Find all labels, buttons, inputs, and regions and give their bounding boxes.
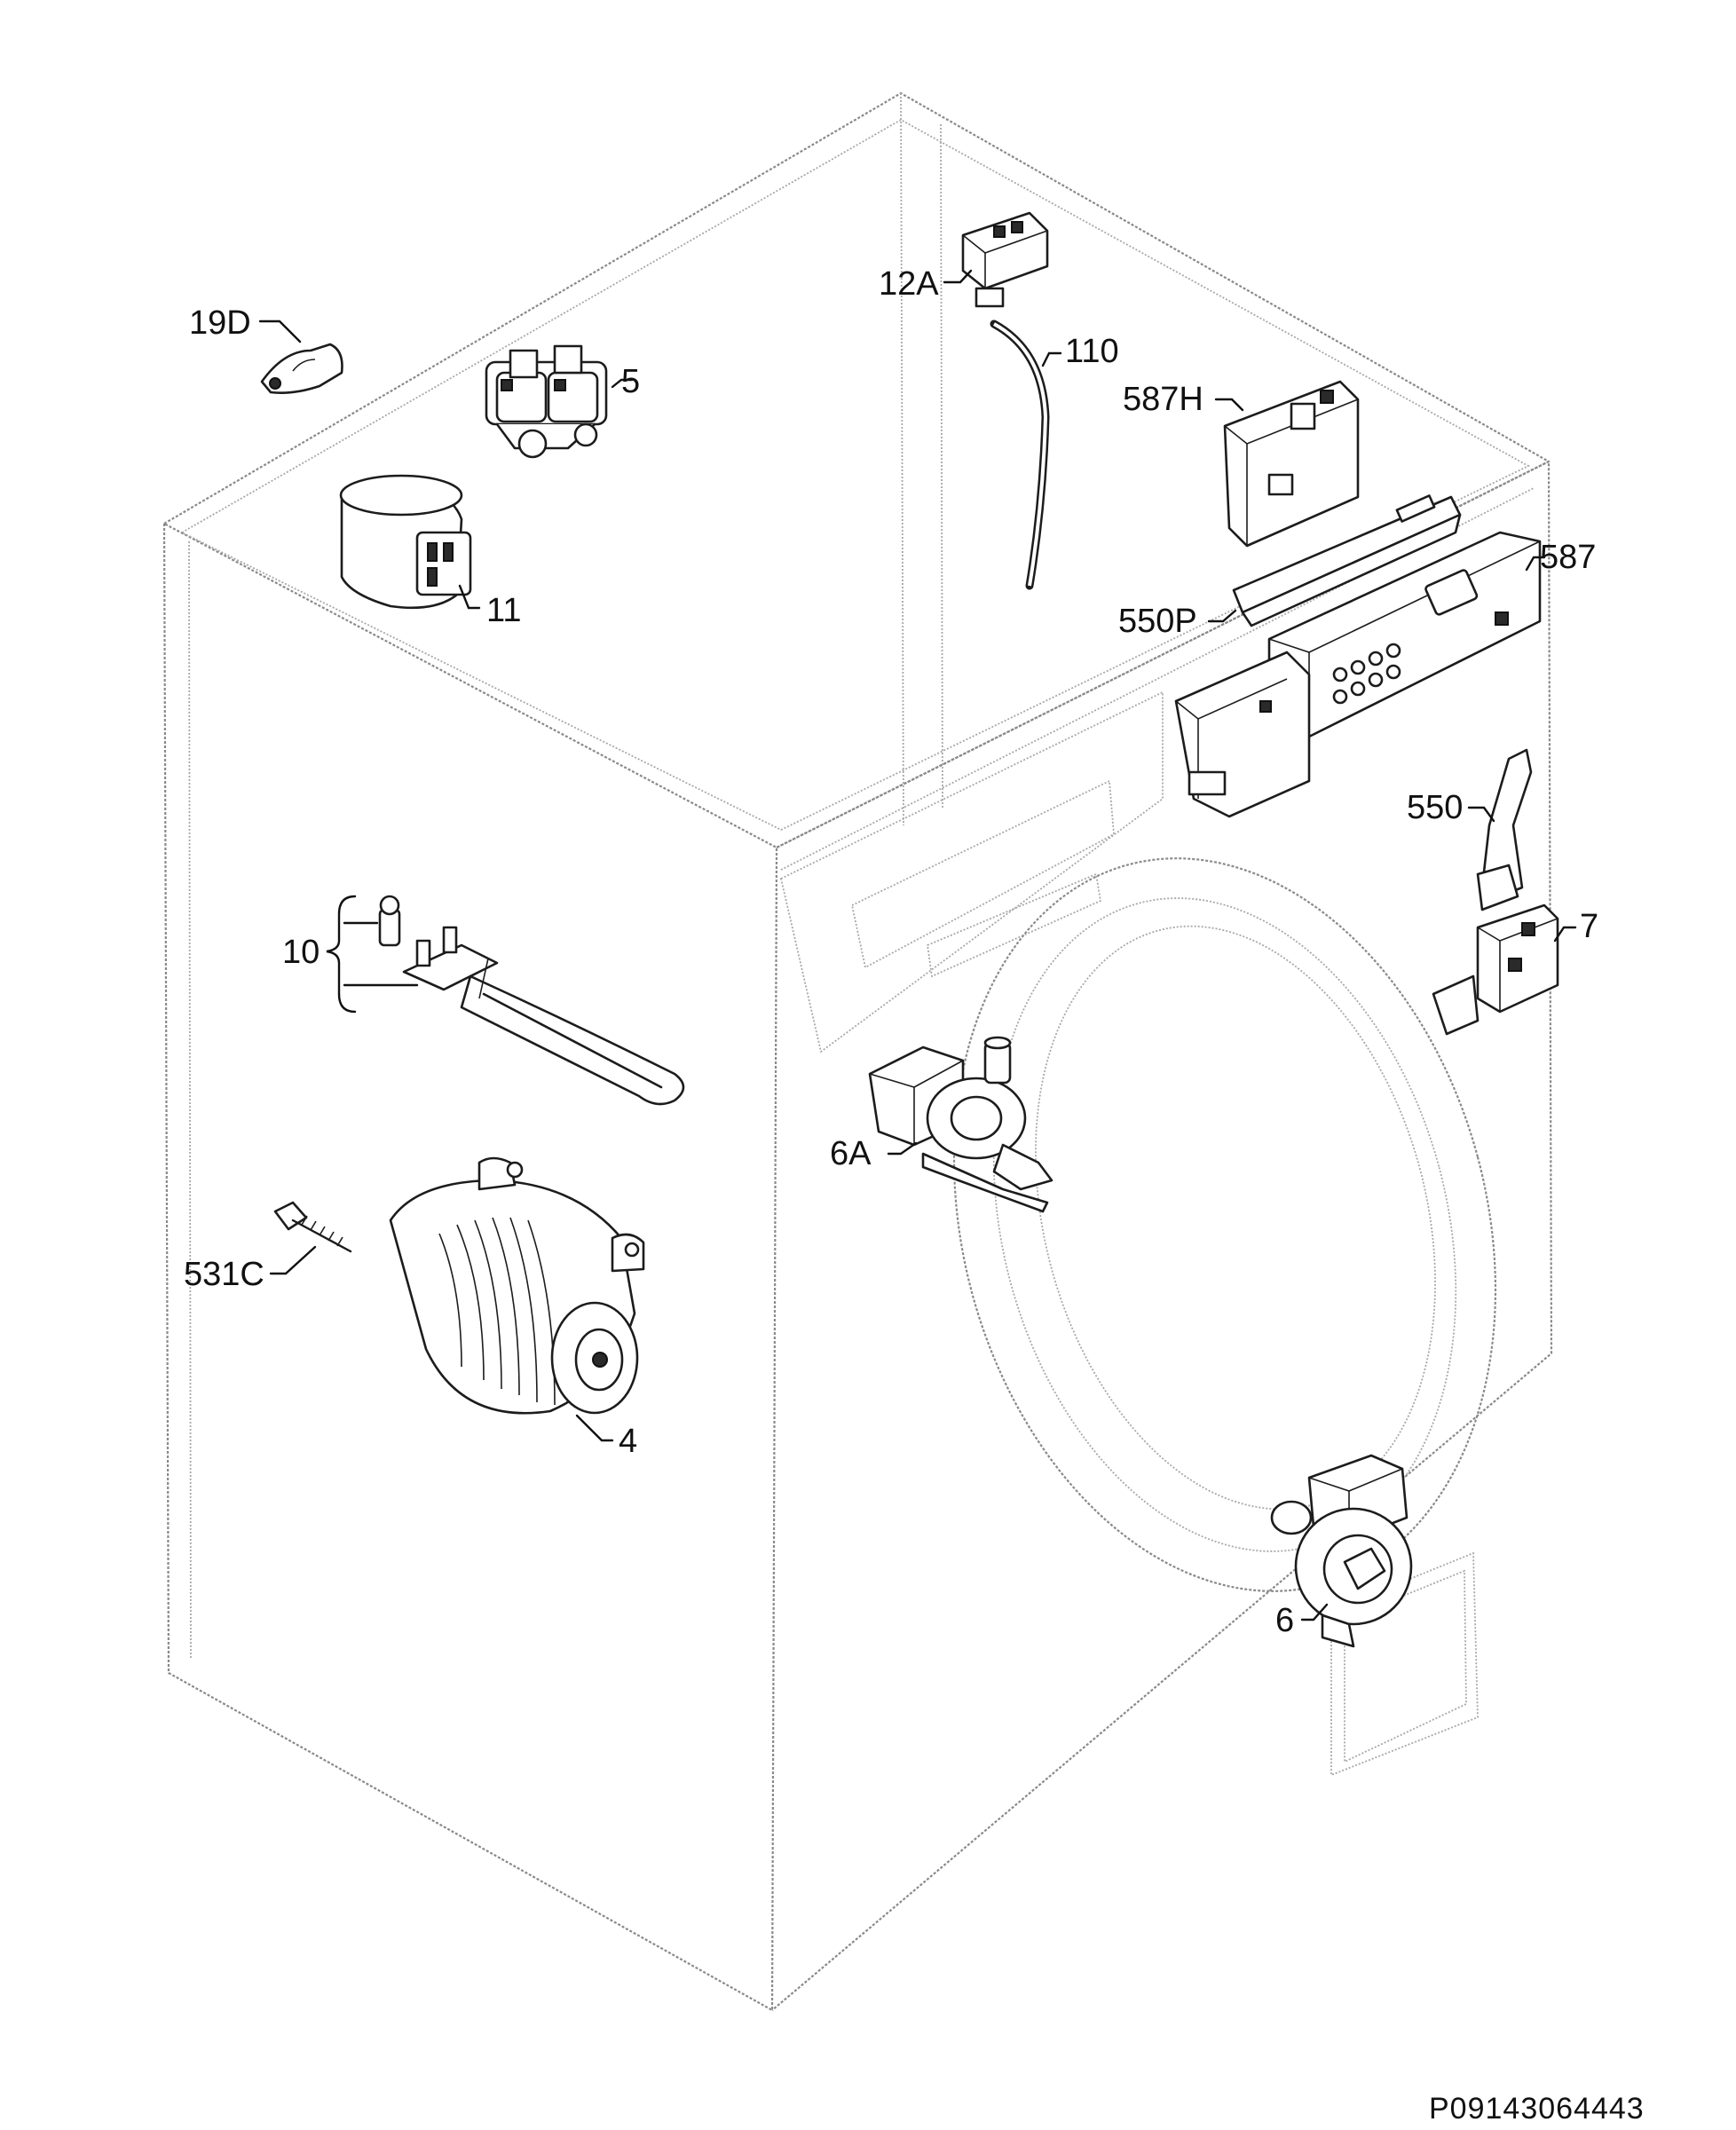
part-550p-strip — [1232, 494, 1462, 627]
part-4-motor — [389, 1156, 645, 1415]
leader-5 — [611, 378, 634, 389]
leader-110 — [1041, 351, 1062, 367]
part-5-inlet-valve — [485, 344, 608, 459]
part-6-drain-pump — [1270, 1454, 1413, 1648]
part-6a-pump — [868, 1036, 1053, 1213]
label-531c: 531C — [184, 1256, 264, 1293]
leader-4 — [575, 1414, 614, 1442]
leader-6 — [1300, 1603, 1329, 1621]
part-550-key — [1476, 748, 1533, 911]
label-5: 5 — [621, 363, 640, 400]
label-19d: 19D — [189, 304, 251, 342]
label-7: 7 — [1580, 908, 1598, 945]
label-550: 550 — [1407, 789, 1463, 826]
label-4: 4 — [619, 1423, 637, 1460]
label-6a: 6A — [830, 1135, 872, 1172]
part-11-suppressor — [339, 474, 472, 610]
leader-7 — [1553, 926, 1577, 943]
leader-11 — [458, 584, 481, 610]
label-587h: 587H — [1123, 381, 1203, 418]
cabinet-outline — [162, 91, 1553, 2012]
leader-550 — [1467, 806, 1495, 823]
part-control-panel-housing — [1174, 651, 1311, 818]
part-12a-pressure-switch — [961, 211, 1049, 308]
callout-labels: 19D 5 11 12A 110 587H 587 550P 550 7 10 … — [184, 265, 1598, 1639]
part-587h-module — [1223, 380, 1360, 548]
leader-587 — [1525, 556, 1546, 572]
part-110-hose — [990, 320, 1050, 590]
leader-lines — [258, 269, 1577, 1621]
label-550p: 550P — [1118, 603, 1197, 640]
part-531c-screw — [273, 1201, 352, 1253]
part-587-control-board — [1267, 531, 1542, 738]
leader-10-brace — [326, 895, 357, 1014]
leader-12a — [943, 269, 973, 284]
part-19d-clip — [260, 343, 343, 394]
leader-19d — [258, 320, 302, 343]
label-110: 110 — [1065, 333, 1119, 370]
part-10-heater — [378, 895, 685, 1106]
drawing-code: P09143064443 — [1429, 2092, 1645, 2126]
label-10: 10 — [282, 934, 320, 971]
label-11: 11 — [486, 592, 521, 629]
leader-587h — [1214, 398, 1244, 412]
label-6: 6 — [1275, 1602, 1294, 1639]
leader-550p — [1207, 609, 1237, 623]
label-587: 587 — [1540, 539, 1596, 576]
leader-6a — [887, 1141, 918, 1156]
part-7-door-lock — [1432, 903, 1559, 1036]
label-12a: 12A — [879, 265, 939, 303]
leader-531c — [269, 1245, 317, 1275]
